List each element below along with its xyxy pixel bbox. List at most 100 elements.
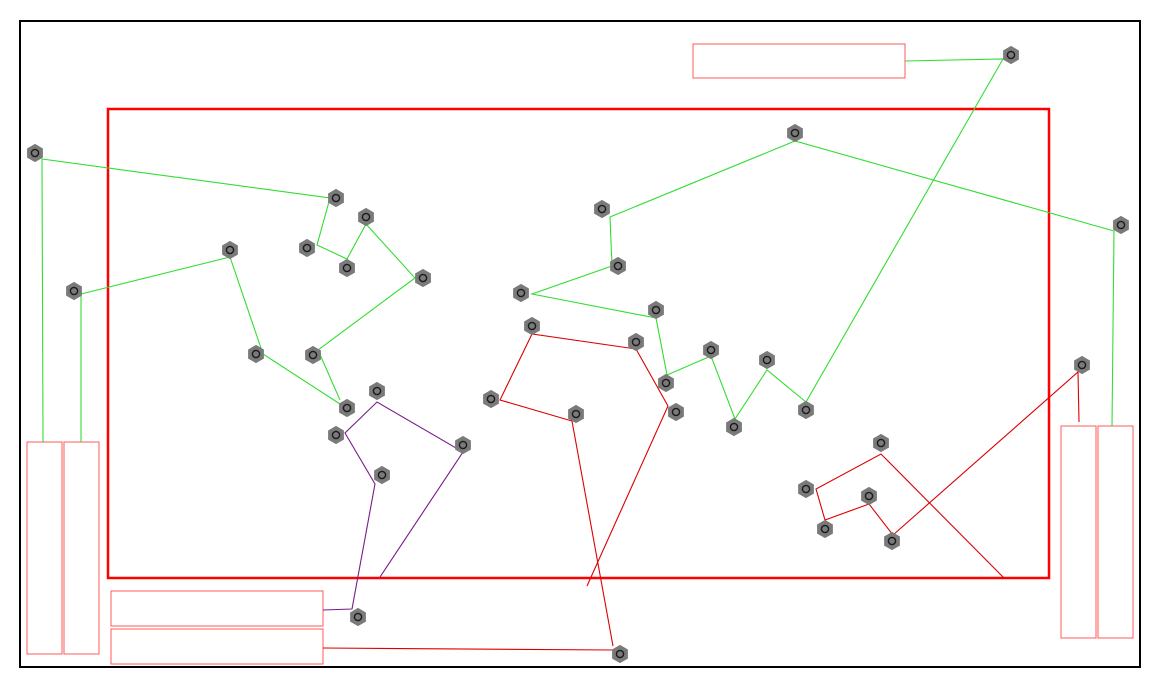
node-ring-icon — [597, 204, 607, 214]
top-right-panel — [692, 43, 906, 79]
node-ring-icon — [671, 407, 681, 417]
node-ring-icon — [571, 409, 581, 419]
node-ring-icon — [820, 524, 830, 534]
node-ring-icon — [331, 193, 341, 203]
node-n19[interactable] — [524, 316, 540, 336]
node-ring-icon — [801, 484, 811, 494]
node-n33[interactable] — [1074, 355, 1090, 375]
node-ring-icon — [331, 430, 341, 440]
node-n40[interactable] — [612, 644, 628, 664]
node-n2[interactable] — [787, 123, 803, 143]
node-n16[interactable] — [610, 256, 626, 276]
node-n25[interactable] — [568, 404, 584, 424]
node-ring-icon — [615, 649, 625, 659]
outer-frame — [19, 20, 1141, 668]
node-ring-icon — [706, 345, 716, 355]
node-n39[interactable] — [350, 607, 366, 627]
node-ring-icon — [353, 612, 363, 622]
node-n31[interactable] — [455, 435, 471, 455]
node-ring-icon — [458, 440, 468, 450]
node-ring-icon — [516, 288, 526, 298]
node-n8[interactable] — [339, 258, 355, 278]
path-red-bottom — [322, 647, 614, 651]
node-n13[interactable] — [305, 345, 321, 365]
node-n32[interactable] — [374, 465, 390, 485]
right-panel-2 — [1097, 425, 1134, 639]
node-n5[interactable] — [328, 188, 344, 208]
node-ring-icon — [308, 350, 318, 360]
node-n14[interactable] — [339, 398, 355, 418]
node-n1[interactable] — [1003, 45, 1019, 65]
node-n34[interactable] — [873, 433, 889, 453]
node-ring-icon — [1077, 360, 1087, 370]
node-ring-icon — [361, 212, 371, 222]
node-ring-icon — [661, 378, 671, 388]
node-n28[interactable] — [726, 417, 742, 437]
right-panel-1 — [1060, 425, 1097, 639]
node-n36[interactable] — [861, 486, 877, 506]
path-green-left-top — [41, 158, 416, 443]
node-n22[interactable] — [759, 350, 775, 370]
node-n23[interactable] — [658, 373, 674, 393]
node-n30[interactable] — [328, 425, 344, 445]
node-n20[interactable] — [628, 332, 644, 352]
node-ring-icon — [631, 337, 641, 347]
bottom-panel-2 — [110, 628, 324, 665]
node-ring-icon — [729, 422, 739, 432]
node-ring-icon — [864, 491, 874, 501]
node-n21[interactable] — [703, 340, 719, 360]
node-n26[interactable] — [668, 402, 684, 422]
node-ring-icon — [613, 261, 623, 271]
node-ring-icon — [372, 386, 382, 396]
node-n11[interactable] — [66, 281, 82, 301]
node-ring-icon — [418, 273, 428, 283]
path-red-right — [815, 370, 1080, 579]
node-n3[interactable] — [1113, 215, 1129, 235]
path-green-right-loop — [529, 140, 1115, 427]
node-ring-icon — [790, 128, 800, 138]
node-n37[interactable] — [817, 519, 833, 539]
path-red-middle — [499, 333, 669, 647]
node-n4[interactable] — [27, 143, 43, 163]
node-n35[interactable] — [798, 479, 814, 499]
node-ring-icon — [377, 470, 387, 480]
node-n17[interactable] — [513, 283, 529, 303]
node-ring-icon — [302, 243, 312, 253]
node-ring-icon — [342, 263, 352, 273]
node-ring-icon — [69, 286, 79, 296]
node-n38[interactable] — [884, 531, 900, 551]
node-ring-icon — [651, 305, 661, 315]
node-n15[interactable] — [594, 199, 610, 219]
node-n29[interactable] — [369, 381, 385, 401]
node-n12[interactable] — [248, 344, 264, 364]
node-n6[interactable] — [358, 207, 374, 227]
node-n27[interactable] — [798, 400, 814, 420]
path-green-left-inner — [80, 256, 341, 442]
node-ring-icon — [1116, 220, 1126, 230]
node-n18[interactable] — [648, 300, 664, 320]
node-n24[interactable] — [483, 389, 499, 409]
node-ring-icon — [1006, 50, 1016, 60]
node-ring-icon — [225, 245, 235, 255]
node-ring-icon — [762, 355, 772, 365]
paths-layer — [41, 58, 1115, 651]
node-ring-icon — [342, 403, 352, 413]
node-ring-icon — [251, 349, 261, 359]
panels-layer — [26, 43, 1134, 665]
node-n7[interactable] — [299, 238, 315, 258]
node-ring-icon — [801, 405, 811, 415]
board-outline — [106, 107, 1051, 580]
node-n10[interactable] — [222, 240, 238, 260]
node-n9[interactable] — [415, 268, 431, 288]
left-panel-2 — [63, 441, 100, 655]
left-panel-1 — [26, 441, 63, 655]
node-ring-icon — [527, 321, 537, 331]
bottom-panel-1 — [110, 590, 324, 627]
node-ring-icon — [887, 536, 897, 546]
path-green-top-right — [805, 58, 1004, 403]
node-ring-icon — [876, 438, 886, 448]
nodes-layer — [27, 45, 1129, 664]
node-ring-icon — [486, 394, 496, 404]
